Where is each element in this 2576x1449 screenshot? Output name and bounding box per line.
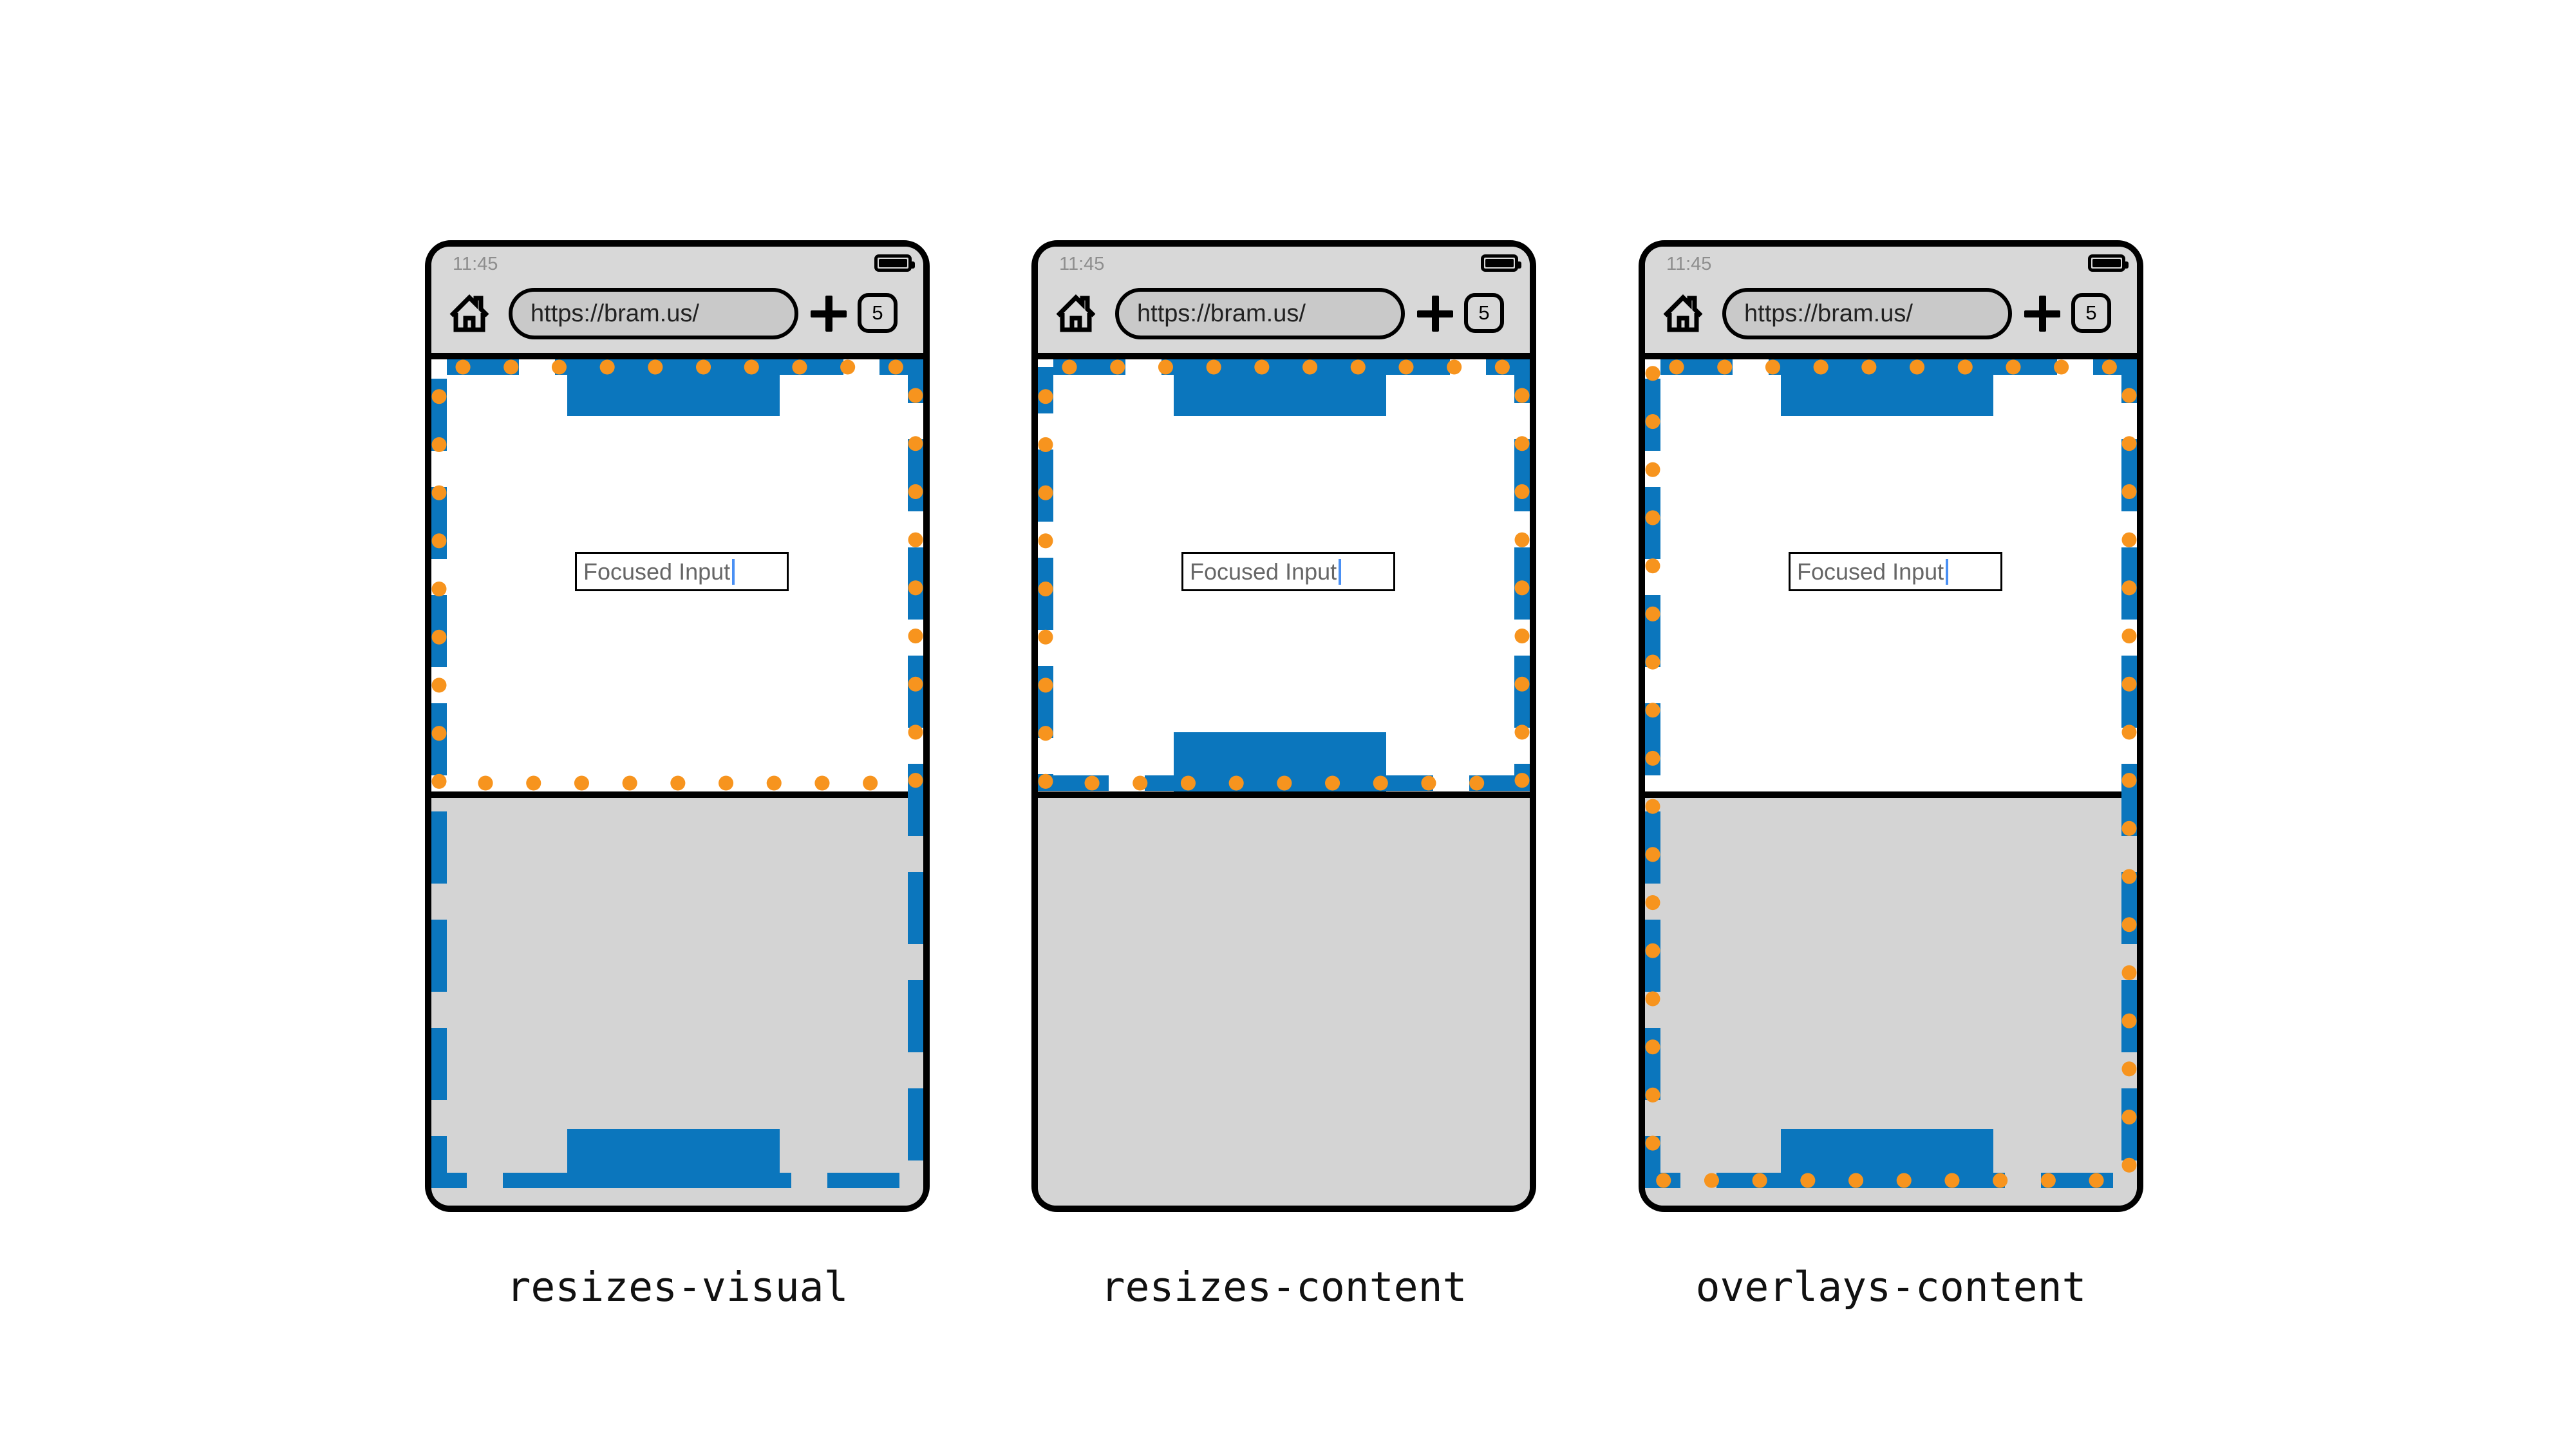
battery-icon xyxy=(2088,254,2129,272)
text-caret xyxy=(732,558,735,585)
url-text: https://bram.us/ xyxy=(1137,299,1306,327)
focused-input[interactable]: Focused Input xyxy=(575,552,789,591)
tab-count: 5 xyxy=(872,301,883,324)
tab-counter[interactable]: 5 xyxy=(858,293,898,333)
focused-input[interactable]: Focused Input xyxy=(1789,552,2002,591)
virtual-keyboard xyxy=(1038,791,1530,1206)
visual-viewport-outline xyxy=(1645,359,2137,1188)
new-tab-plus-icon[interactable] xyxy=(2024,296,2060,332)
tab-counter[interactable]: 5 xyxy=(2071,293,2111,333)
battery-nub xyxy=(2124,261,2129,269)
battery-icon xyxy=(1481,254,1521,272)
browser-chrome: 11:45 https://bram.us/ 5 xyxy=(431,247,923,353)
tab-count: 5 xyxy=(1478,301,1490,324)
page-overlay xyxy=(431,359,923,1188)
home-icon[interactable] xyxy=(447,292,491,333)
battery-fill xyxy=(1485,259,1514,267)
page-overlay xyxy=(1645,359,2137,1188)
visual-viewport-outline xyxy=(1038,359,1530,791)
phone-screen: 11:45 https://bram.us/ 5 xyxy=(1645,247,2137,1206)
battery-icon xyxy=(874,254,915,272)
mode-label-resizes-visual: resizes-visual xyxy=(506,1264,849,1311)
chrome-divider xyxy=(431,353,923,359)
battery-fill xyxy=(2092,259,2121,267)
url-text: https://bram.us/ xyxy=(531,299,699,327)
new-tab-plus-icon[interactable] xyxy=(1417,296,1453,332)
browser-chrome: 11:45 https://bram.us/ 5 xyxy=(1038,247,1530,353)
url-bar[interactable]: https://bram.us/ xyxy=(1722,288,2012,339)
new-tab-plus-icon[interactable] xyxy=(811,296,847,332)
status-time: 11:45 xyxy=(1666,254,1712,274)
phone-frame-resizes-content: 11:45 https://bram.us/ 5 xyxy=(1031,240,1536,1212)
phone-frame-overlays-content: 11:45 https://bram.us/ 5 xyxy=(1639,240,2143,1212)
url-bar[interactable]: https://bram.us/ xyxy=(1115,288,1405,339)
phone-screen: 11:45 https://bram.us/ 5 xyxy=(431,247,923,1206)
tab-counter[interactable]: 5 xyxy=(1464,293,1504,333)
visual-viewport-outline xyxy=(431,359,923,791)
input-value: Focused Input xyxy=(1190,558,1337,585)
browser-chrome: 11:45 https://bram.us/ 5 xyxy=(1645,247,2137,353)
status-time: 11:45 xyxy=(1059,254,1105,274)
text-caret xyxy=(1339,558,1342,585)
battery-nub xyxy=(1517,261,1521,269)
status-time: 11:45 xyxy=(453,254,498,274)
home-icon[interactable] xyxy=(1054,292,1098,333)
chrome-divider xyxy=(1038,353,1530,359)
url-text: https://bram.us/ xyxy=(1744,299,1913,327)
layout-viewport-outline xyxy=(1645,359,2137,1188)
focused-input[interactable]: Focused Input xyxy=(1181,552,1395,591)
page-overlay xyxy=(1038,359,1530,791)
phone-frame-resizes-visual: 11:45 https://bram.us/ 5 xyxy=(425,240,930,1212)
battery-nub xyxy=(910,261,915,269)
input-value: Focused Input xyxy=(1797,558,1944,585)
battery-fill xyxy=(879,259,907,267)
text-caret xyxy=(1946,558,1949,585)
chrome-divider xyxy=(1645,353,2137,359)
phone-screen: 11:45 https://bram.us/ 5 xyxy=(1038,247,1530,1206)
layout-viewport-outline xyxy=(431,359,923,1188)
tab-count: 5 xyxy=(2085,301,2097,324)
url-bar[interactable]: https://bram.us/ xyxy=(509,288,798,339)
input-value: Focused Input xyxy=(583,558,731,585)
home-icon[interactable] xyxy=(1661,292,1705,333)
mode-label-resizes-content: resizes-content xyxy=(1100,1264,1467,1311)
mode-label-overlays-content: overlays-content xyxy=(1695,1264,2087,1311)
